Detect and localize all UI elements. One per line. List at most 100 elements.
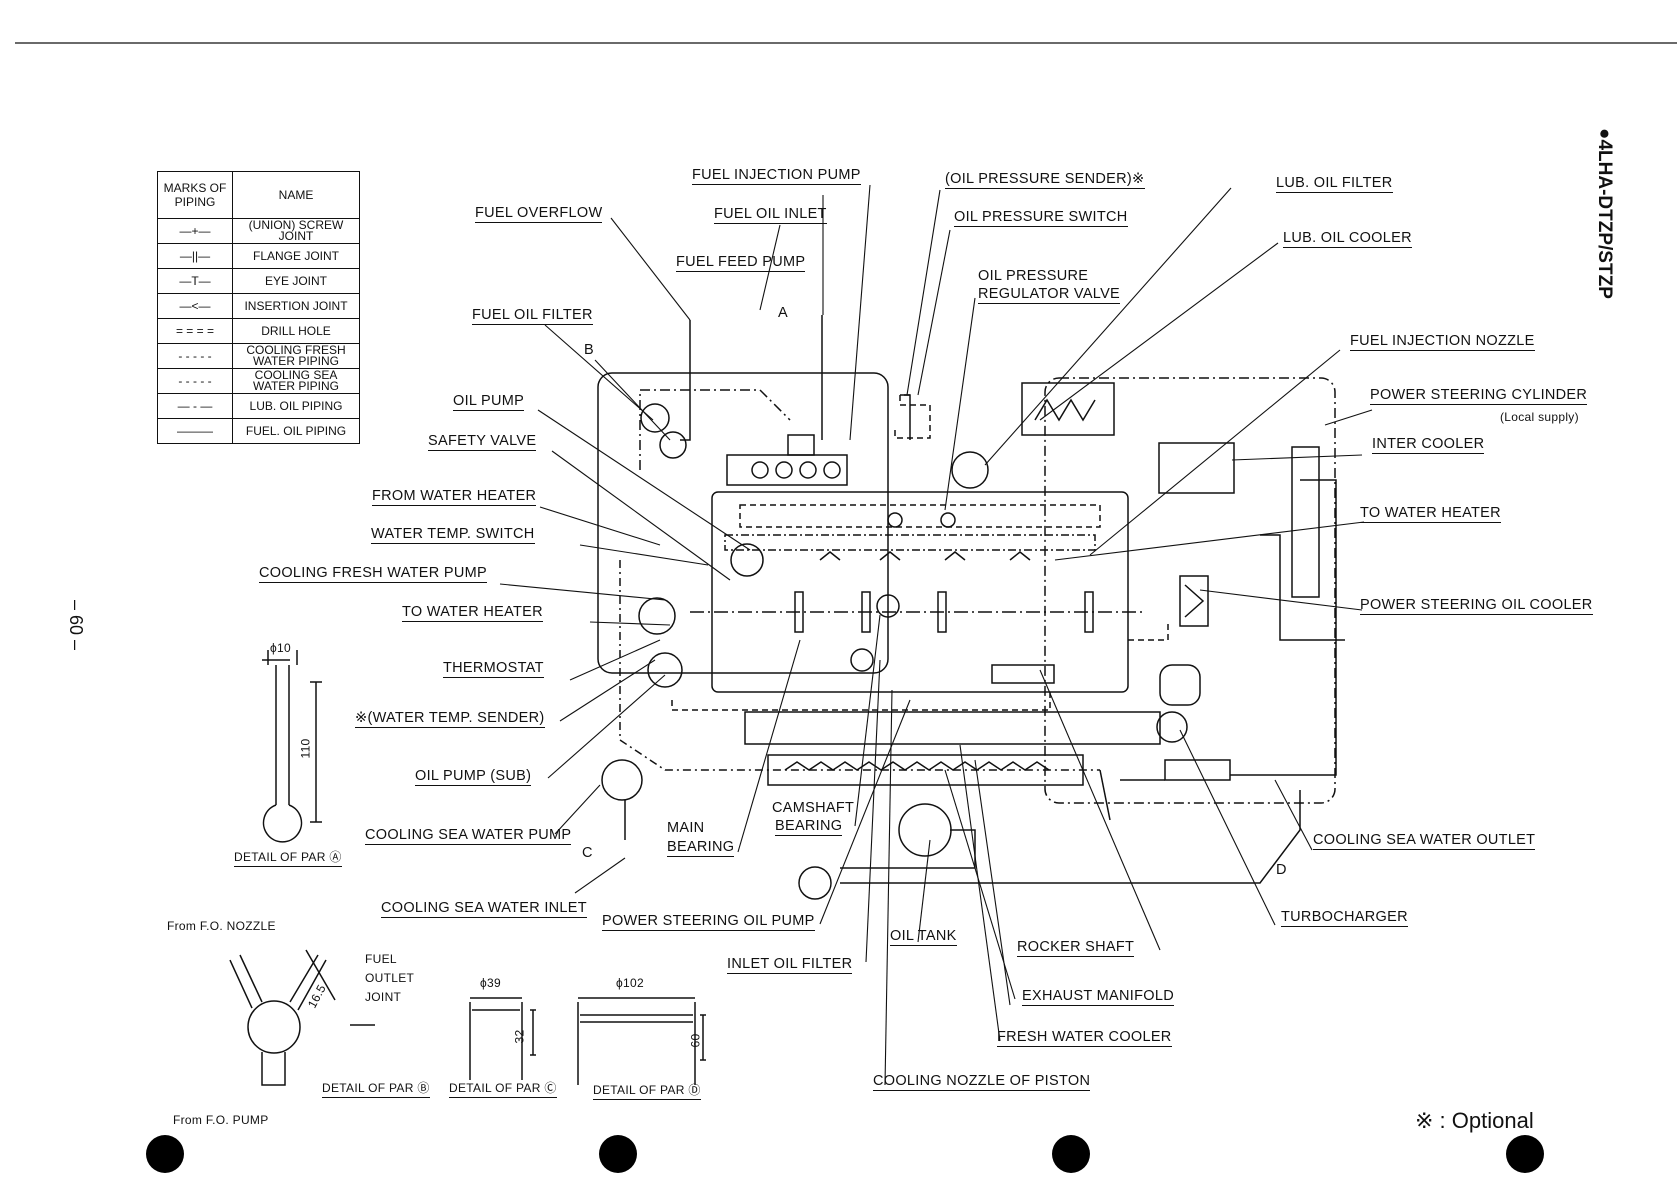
label-water-temp-switch: WATER TEMP. SWITCH — [371, 526, 535, 544]
label-power-steering-cylinder: POWER STEERING CYLINDER — [1370, 387, 1588, 405]
turbo-box — [1159, 664, 1201, 706]
oil-pump-circle — [730, 543, 764, 577]
ps-cylinder-box — [1291, 446, 1320, 598]
binder-hole — [1052, 1135, 1090, 1173]
label-fuel-outlet-joint-3: JOINT — [365, 990, 402, 1004]
label-to-water-heater-right: TO WATER HEATER — [1360, 505, 1501, 523]
binder-hole — [146, 1135, 184, 1173]
detail-a-drawing — [262, 665, 303, 843]
label-fuel-overflow: FUEL OVERFLOW — [475, 205, 603, 223]
label-from-water-heater: FROM WATER HEATER — [372, 488, 537, 506]
label-camshaft-bearing: CAMSHAFT — [772, 800, 855, 816]
lub-oil-cooler-box — [1021, 382, 1115, 436]
cooler-zigzag — [784, 761, 1050, 771]
sea-water-pump-circle — [601, 759, 643, 801]
label-main-bearing-2: BEARING — [667, 839, 735, 857]
label-from-fo-pump: From F.O. PUMP — [173, 1113, 269, 1127]
optional-note: ※ : Optional — [1415, 1108, 1534, 1133]
label-oil-pump-sub: OIL PUMP (SUB) — [415, 768, 532, 786]
piping-legend: MARKS OF PIPING NAME —+—(UNION) SCREW JO… — [157, 171, 360, 444]
label-fuel-oil-inlet: FUEL OIL INLET — [714, 206, 827, 224]
label-oil-pressure-regulator-valve-2: REGULATOR VALVE — [978, 286, 1121, 304]
label-fuel-injection-nozzle: FUEL INJECTION NOZZLE — [1350, 333, 1535, 351]
label-detail-c: DETAIL OF PAR Ⓒ — [449, 1080, 557, 1098]
binder-hole — [599, 1135, 637, 1173]
page-number: – 60 – — [66, 600, 86, 651]
legend-name: FUEL. OIL PIPING — [232, 418, 360, 444]
legend-name: DRILL HOLE — [232, 318, 360, 344]
inter-cooler-box — [1158, 442, 1235, 494]
engine-block — [711, 491, 1129, 693]
exhaust-manifold-body — [744, 711, 1161, 745]
legend-mark: —||— — [157, 243, 233, 269]
dimension-phi39: ϕ39 — [480, 976, 501, 990]
regulator-circle — [951, 451, 989, 489]
label-thermostat: THERMOSTAT — [443, 660, 544, 678]
label-fresh-water-cooler: FRESH WATER COOLER — [997, 1029, 1172, 1047]
legend-mark: —+— — [157, 218, 233, 244]
label-cooling-nozzle-of-piston: COOLING NOZZLE OF PISTON — [873, 1073, 1091, 1091]
label-water-temp-sender: ※(WATER TEMP. SENDER) — [355, 710, 545, 728]
dimension-110: 110 — [298, 738, 313, 759]
legend-name: FLANGE JOINT — [232, 243, 360, 269]
oil-gallery — [724, 534, 1096, 551]
label-fuel-outlet-joint-2: OUTLET — [365, 971, 415, 985]
label-d: D — [1276, 862, 1287, 878]
label-lub-oil-cooler: LUB. OIL COOLER — [1283, 230, 1412, 248]
legend-mark: - - - - - — [157, 343, 233, 369]
dimension-32: 32 — [512, 1029, 527, 1044]
legend-mark: = = = = — [157, 318, 233, 344]
label-b: B — [584, 342, 594, 358]
label-oil-tank: OIL TANK — [890, 928, 957, 946]
label-oil-pressure-regulator-valve: OIL PRESSURE — [978, 268, 1089, 284]
label-oil-pressure-sender: (OIL PRESSURE SENDER)※ — [945, 171, 1145, 189]
fuel-filter-circle — [640, 403, 670, 433]
binder-hole — [1506, 1135, 1544, 1173]
crank-gear-2 — [850, 648, 874, 672]
label-cooling-sea-water-pump: COOLING SEA WATER PUMP — [365, 827, 572, 845]
fuel-feed-pump — [787, 434, 815, 456]
legend-name: (UNION) SCREW JOINT — [232, 218, 360, 244]
label-fuel-feed-pump: FUEL FEED PUMP — [676, 254, 806, 272]
legend-name: EYE JOINT — [232, 268, 360, 294]
label-detail-b: DETAIL OF PAR Ⓑ — [322, 1080, 430, 1098]
legend-mark: — - — — [157, 393, 233, 419]
dimension-60: 60 — [688, 1033, 703, 1048]
label-detail-d: DETAIL OF PAR Ⓓ — [593, 1082, 701, 1100]
detail-d-drawing — [577, 997, 706, 1085]
label-inter-cooler: INTER COOLER — [1372, 436, 1485, 454]
label-inlet-oil-filter: INLET OIL FILTER — [727, 956, 853, 974]
label-camshaft-bearing-2: BEARING — [775, 818, 843, 836]
label-exhaust-manifold: EXHAUST MANIFOLD — [1022, 988, 1174, 1006]
legend-mark: —<— — [157, 293, 233, 319]
label-main-bearing: MAIN — [667, 820, 705, 836]
label-oil-pump: OIL PUMP — [453, 393, 525, 411]
label-oil-pressure-switch: OIL PRESSURE SWITCH — [954, 209, 1128, 227]
label-fuel-oil-filter: FUEL OIL FILTER — [472, 307, 593, 325]
legend-name: COOLING SEA WATER PIPING — [232, 368, 360, 394]
lub-oil-loop — [1044, 377, 1336, 804]
label-cooling-fresh-water-pump: COOLING FRESH WATER PUMP — [259, 565, 487, 583]
dimension-phi102: ϕ102 — [616, 976, 644, 990]
legend-mark: - - - - - — [157, 368, 233, 394]
cylinder-head-passages — [739, 504, 1101, 528]
legend-name: COOLING FRESH WATER PIPING — [232, 343, 360, 369]
label-turbocharger: TURBOCHARGER — [1281, 909, 1408, 927]
label-rocker-shaft: ROCKER SHAFT — [1017, 939, 1135, 957]
label-to-water-heater-left: TO WATER HEATER — [402, 604, 543, 622]
label-cooling-sea-water-outlet: COOLING SEA WATER OUTLET — [1313, 832, 1536, 850]
legend-header-name: NAME — [232, 171, 360, 219]
label-fuel-injection-pump: FUEL INJECTION PUMP — [692, 167, 861, 185]
legend-header-marks: MARKS OF PIPING — [157, 171, 233, 219]
label-cooling-sea-water-inlet: COOLING SEA WATER INLET — [381, 900, 587, 918]
dimension-phi10: ϕ10 — [270, 641, 291, 655]
legend-name: LUB. OIL PIPING — [232, 393, 360, 419]
label-local-supply: (Local supply) — [1500, 410, 1579, 424]
legend-mark: ——— — [157, 418, 233, 444]
label-c: C — [582, 845, 593, 861]
crank-gear-1 — [876, 594, 900, 618]
ps-oil-cooler — [1179, 575, 1209, 627]
detail-c-drawing — [469, 997, 536, 1080]
detail-b-joint — [247, 1000, 301, 1054]
